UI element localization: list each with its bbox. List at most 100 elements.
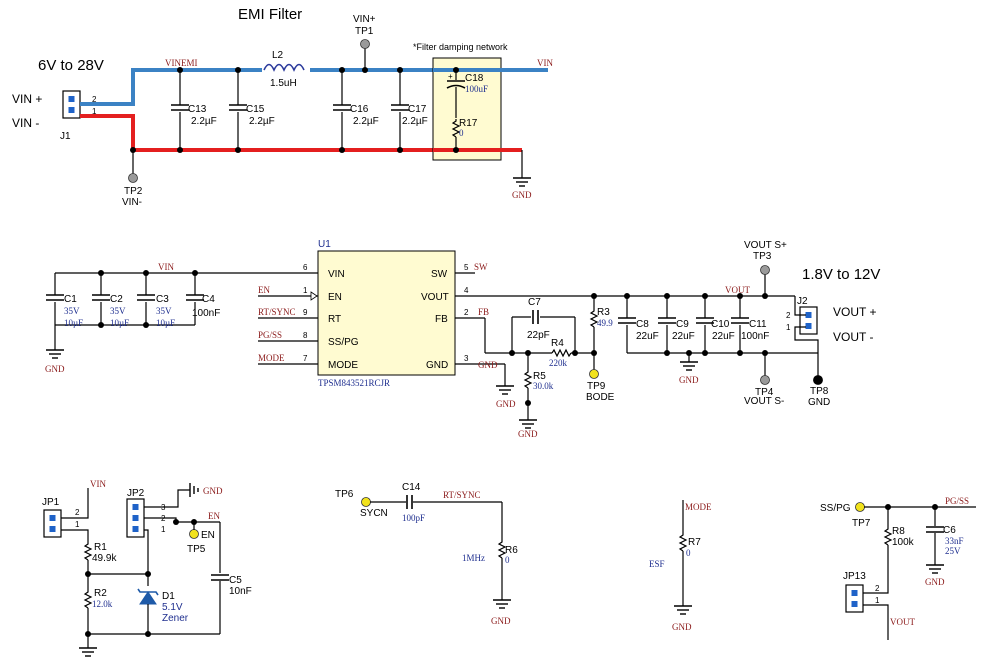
- svg-text:+: +: [448, 72, 453, 81]
- vout-minus-label: VOUT -: [833, 330, 873, 344]
- tp8-ref: TP8: [810, 386, 829, 397]
- tp5-ref: TP5: [187, 544, 206, 555]
- tp4-net: VOUT S-: [744, 396, 784, 407]
- svg-text:MODE: MODE: [258, 353, 285, 363]
- svg-text:10µF: 10µF: [64, 318, 83, 328]
- c6-value: 33nF: [945, 536, 964, 546]
- jp1-vin-net: VIN: [90, 479, 106, 489]
- c6-voltage: 25V: [945, 546, 961, 556]
- svg-text:2.2µF: 2.2µF: [191, 116, 217, 127]
- vinemi-net: VINEMI: [165, 58, 198, 68]
- svg-text:1: 1: [875, 596, 880, 605]
- svg-text:2.2µF: 2.2µF: [249, 116, 275, 127]
- c7-value: 22pF: [527, 330, 550, 341]
- input-gnd-label: GND: [45, 364, 65, 374]
- d1-voltage: 5.1V: [162, 602, 183, 613]
- jp1-jumper: [43, 509, 62, 538]
- input-voltage-range: 6V to 28V: [38, 57, 104, 74]
- gnd-rail: [80, 114, 522, 152]
- svg-text:RT: RT: [328, 314, 341, 325]
- r3-value: 49.9: [597, 318, 613, 328]
- svg-text:8: 8: [303, 331, 308, 340]
- tp4-ref: TP4: [755, 387, 774, 398]
- svg-text:100nF: 100nF: [741, 331, 769, 342]
- tp3-ref: TP3: [753, 251, 772, 262]
- c6-gnd-label: GND: [925, 577, 945, 587]
- tp7-ref: TP7: [852, 518, 871, 529]
- tp9-net: BODE: [586, 392, 615, 403]
- svg-text:C10: C10: [711, 319, 730, 330]
- tp8-net: GND: [808, 397, 830, 408]
- svg-text:GND: GND: [426, 360, 448, 371]
- c7-ref: C7: [528, 297, 541, 308]
- tp8-testpoint[interactable]: [813, 375, 823, 385]
- tp6-testpoint[interactable]: [361, 497, 371, 507]
- r7-value: 0: [686, 548, 691, 558]
- svg-text:C17: C17: [408, 104, 427, 115]
- svg-text:GND: GND: [478, 360, 498, 370]
- tp2-testpoint[interactable]: [128, 173, 138, 183]
- svg-text:SS/PG: SS/PG: [328, 337, 359, 348]
- r7-ref: R7: [688, 537, 701, 548]
- svg-text:22uF: 22uF: [712, 331, 735, 342]
- r8-value: 100k: [892, 537, 915, 548]
- svg-text:C3: C3: [156, 294, 169, 305]
- c5-value: 10nF: [229, 586, 252, 597]
- enable-circuit: JP1 2 1 VIN R1 49.9k R2 12.0k JP2 3 2 1: [42, 479, 252, 657]
- damping-note: *Filter damping network: [413, 42, 508, 52]
- svg-text:35V: 35V: [156, 306, 172, 316]
- output-stage: VOUT C8 22uF C9 22uF C10 22uF C11 100nF: [505, 240, 880, 408]
- svg-text:100nF: 100nF: [192, 308, 220, 319]
- svg-text:35V: 35V: [110, 306, 126, 316]
- tp3-net: VOUT S+: [744, 240, 787, 251]
- tp3-testpoint[interactable]: [760, 265, 770, 275]
- svg-text:5: 5: [464, 263, 469, 272]
- c5-ref: C5: [229, 575, 242, 586]
- svg-text:2: 2: [464, 308, 469, 317]
- mode-net: MODE: [685, 502, 712, 512]
- svg-text:2: 2: [875, 584, 880, 593]
- c14-ref: C14: [402, 482, 421, 493]
- j2-ref: J2: [797, 296, 808, 307]
- tp1-testpoint[interactable]: [360, 39, 370, 49]
- r17-value: 0: [459, 128, 464, 138]
- converter-section: U1 TPSM843521RCJR VIN 6 EN 1 EN RT 9 RT/…: [45, 239, 880, 439]
- cap-c13: C13 2.2µF: [170, 67, 217, 153]
- tp7-testpoint[interactable]: [855, 502, 865, 512]
- cap-c17: C17 2.2µF: [390, 67, 428, 153]
- vin-plus-label: VIN +: [12, 92, 42, 106]
- svg-text:2.2µF: 2.2µF: [402, 116, 428, 127]
- svg-text:9: 9: [303, 308, 308, 317]
- jp13-vout-net: VOUT: [890, 617, 915, 627]
- cap-c15: C15 2.2µF: [228, 67, 275, 153]
- r17-ref: R17: [459, 118, 478, 129]
- tp5-testpoint[interactable]: [189, 529, 199, 539]
- r6-gnd-label: GND: [491, 616, 511, 626]
- svg-text:C9: C9: [676, 319, 689, 330]
- tp7-net: SS/PG: [820, 503, 851, 514]
- r6-value: 0: [505, 555, 510, 565]
- j1-ref: J1: [60, 131, 71, 142]
- zener-d1: [137, 571, 159, 634]
- output-voltage-range: 1.8V to 12V: [802, 266, 880, 283]
- svg-text:EN: EN: [258, 285, 270, 295]
- tp9-testpoint[interactable]: [589, 369, 599, 379]
- svg-text:2: 2: [75, 508, 80, 517]
- r8-ref: R8: [892, 526, 905, 537]
- svg-text:C1: C1: [64, 294, 77, 305]
- vout-net: VOUT: [725, 285, 750, 295]
- d1-type: Zener: [162, 613, 189, 624]
- en-net: EN: [208, 511, 220, 521]
- j1-pin2: 2: [92, 95, 97, 104]
- damping-network: *Filter damping network + C18 100uF R17 …: [413, 42, 548, 161]
- tp1-net: VIN+: [353, 14, 376, 25]
- r3-ref: R3: [597, 307, 610, 318]
- svg-text:10µF: 10µF: [110, 318, 129, 328]
- tp4-testpoint[interactable]: [760, 375, 770, 385]
- svg-text:SW: SW: [474, 262, 488, 272]
- rt-sync-net: RT/SYNC: [443, 490, 480, 500]
- emi-filter-section: EMI Filter 6V to 28V VIN + VIN - J1 2 1 …: [12, 6, 553, 208]
- svg-text:2: 2: [786, 311, 791, 320]
- r4-ref: R4: [551, 338, 564, 349]
- r1-ref: R1: [94, 542, 107, 553]
